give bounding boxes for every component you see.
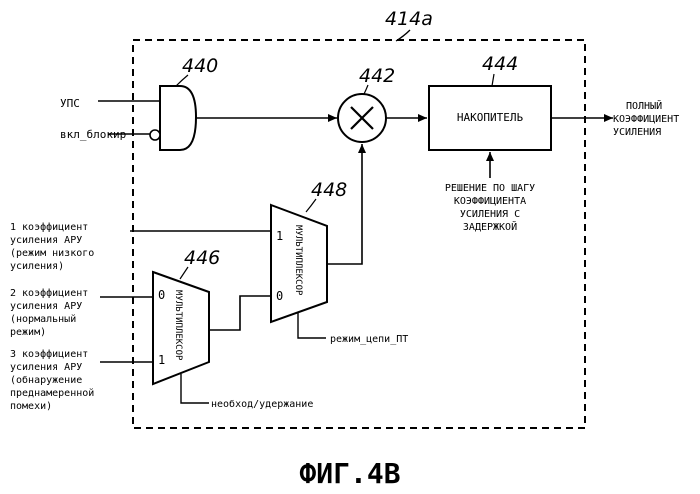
agc2-line-1: 2 коэффициент xyxy=(10,287,88,299)
and-gate-ref: 440 xyxy=(182,55,218,77)
agc3-line-2: усиления АРУ xyxy=(10,362,82,373)
agc1-line-4: усиления) xyxy=(10,261,64,272)
accumulator-leader xyxy=(492,74,494,86)
and-gate-440 xyxy=(160,86,196,150)
agc2-line-3: (нормальный xyxy=(10,313,76,325)
outer-block-ref: 414a xyxy=(385,8,433,30)
agc1-line-2: усиления АРУ xyxy=(10,235,82,246)
mux448-to-mult-line xyxy=(327,144,362,264)
ups-label: УПС xyxy=(60,97,80,110)
mux446-to-mux448-line xyxy=(209,296,271,330)
inverting-input-bubble xyxy=(150,130,160,140)
agc3-line-4: преднамеренной xyxy=(10,387,94,399)
accumulator-ref: 444 xyxy=(482,53,518,75)
multiplier-ref: 442 xyxy=(359,65,395,87)
mux-448-ref: 448 xyxy=(311,179,347,201)
full-gain-line-2: КОЭФФИЦИЕНТ xyxy=(613,114,679,125)
mode-pt-line xyxy=(298,312,326,338)
full-gain-line-3: УСИЛЕНИЯ xyxy=(613,127,661,138)
step-decision-line-3: УСИЛЕНИЯ С xyxy=(460,209,520,220)
figure-caption: ФИГ.4В xyxy=(299,457,400,490)
agc3-line-3: (обнаружение xyxy=(10,374,82,386)
agc3-line-1: 3 коэффициент xyxy=(10,348,88,360)
accumulator-label: НАКОПИТЕЛЬ xyxy=(457,111,524,124)
step-decision-line-4: ЗАДЕРЖКОЙ xyxy=(463,220,517,233)
mux-446-label: МУЛЬТИПЛЕКСОР xyxy=(173,290,183,361)
mux-446-in1: 1 xyxy=(158,353,165,367)
full-gain-line-1: ПОЛНЫЙ xyxy=(626,99,662,112)
mux-448-label: МУЛЬТИПЛЕКСОР xyxy=(293,225,303,296)
agc2-line-2: усиления АРУ xyxy=(10,301,82,312)
agc1-line-3: (режим низкого xyxy=(10,248,94,259)
agc3-line-5: помехи) xyxy=(10,401,52,412)
mux-448-in1: 1 xyxy=(276,229,283,243)
agc2-line-4: режим) xyxy=(10,327,46,338)
agc1-line-1: 1 коэффициент xyxy=(10,221,88,233)
mux-446-in0: 0 xyxy=(158,288,165,302)
bypass-hold-label: необход/удержание xyxy=(211,398,313,410)
mux-446-ref: 446 xyxy=(184,247,220,269)
step-decision-line-2: КОЭФФИЦИЕНТА xyxy=(454,196,526,207)
mux-448-in0: 0 xyxy=(276,289,283,303)
step-decision-line-1: РЕШЕНИЕ ПО ШАГУ xyxy=(445,183,535,194)
mode-pt-label: режим_цепи_ПТ xyxy=(330,334,408,345)
bypass-hold-line xyxy=(181,374,209,403)
